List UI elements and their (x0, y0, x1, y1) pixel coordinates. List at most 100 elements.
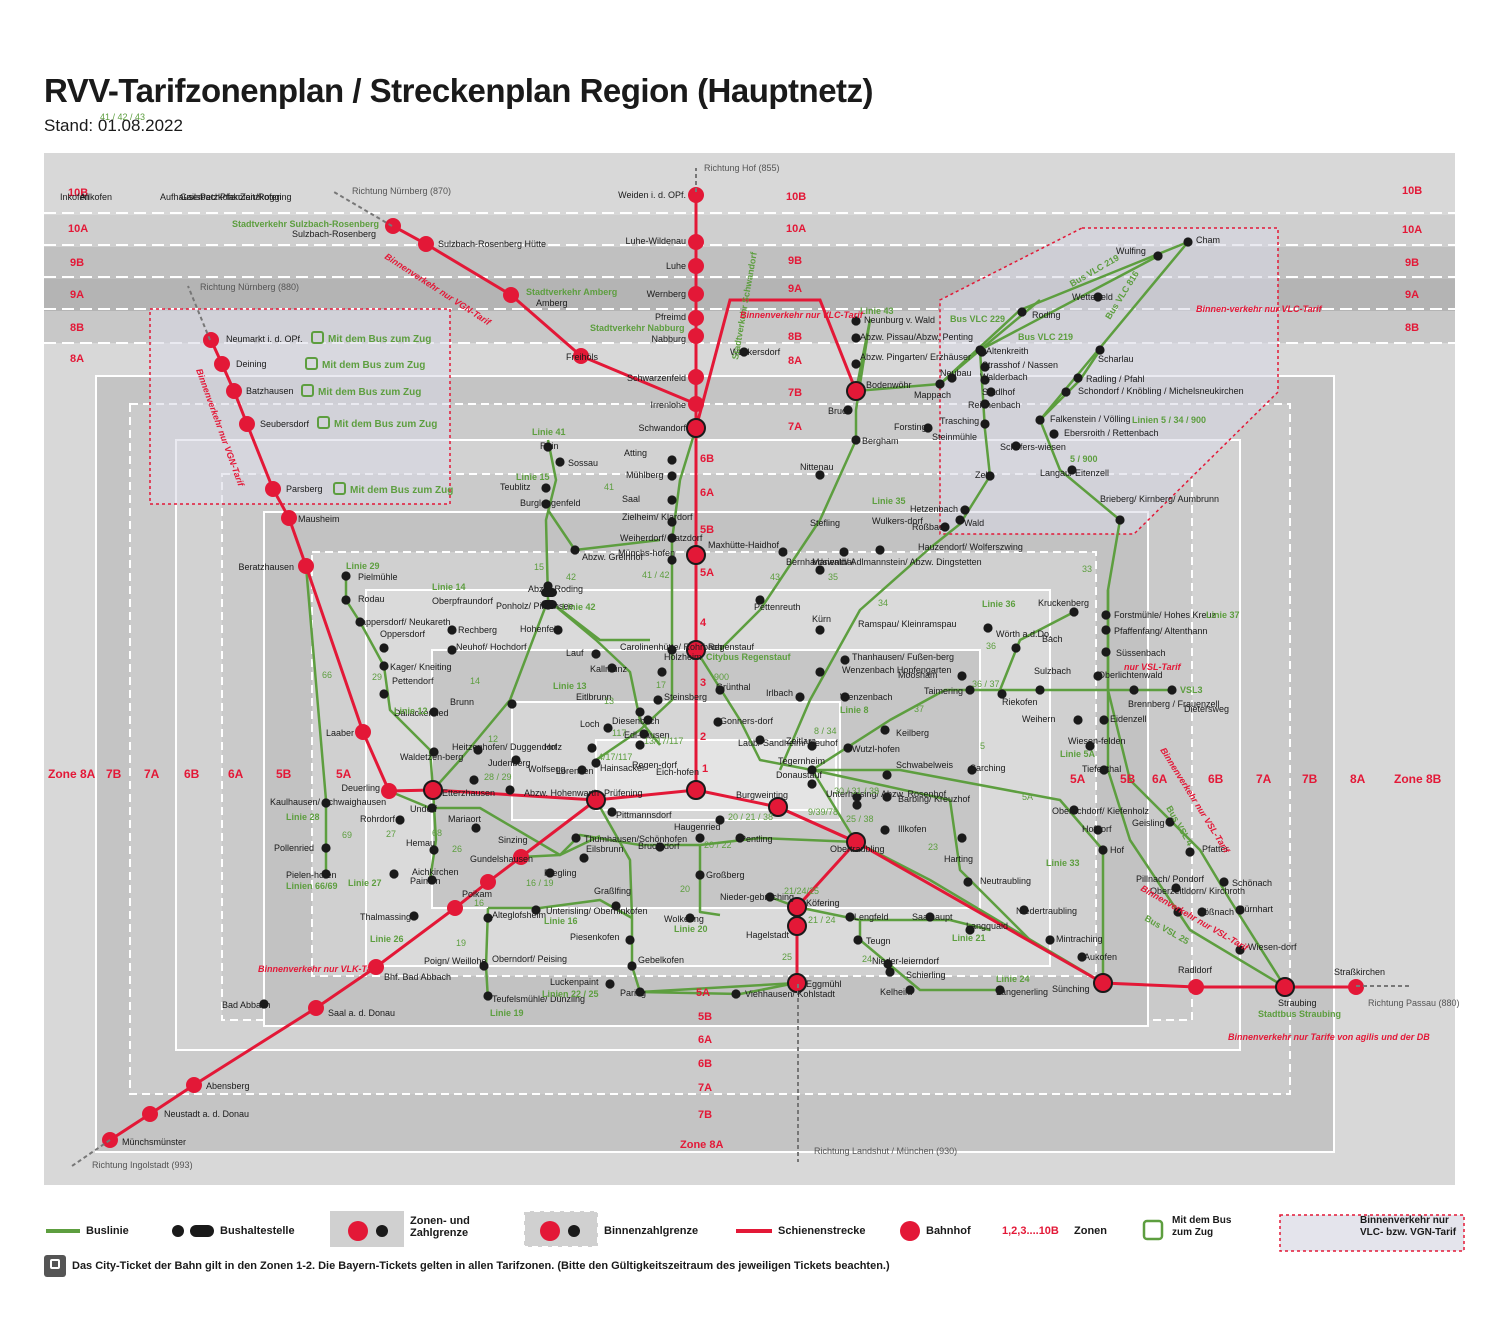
bus-stop[interactable] (355, 617, 365, 627)
bus-stop[interactable] (1095, 345, 1105, 355)
station-suenching[interactable] (1093, 973, 1113, 993)
bus-stop[interactable] (882, 770, 892, 780)
station-amberg[interactable] (503, 287, 519, 303)
bus-stop[interactable] (815, 667, 825, 677)
bus-stop[interactable] (997, 689, 1007, 699)
bus-stop[interactable] (977, 347, 987, 357)
bus-stop[interactable] (967, 765, 977, 775)
bus-stop[interactable] (653, 695, 663, 705)
station-burgweinting[interactable] (768, 797, 788, 817)
bus-stop[interactable] (839, 547, 849, 557)
bus-stop[interactable] (321, 869, 331, 879)
bus-stop[interactable] (570, 545, 580, 555)
bus-stop[interactable] (735, 833, 745, 843)
bus-stop[interactable] (852, 792, 862, 802)
bus-stop[interactable] (1085, 741, 1095, 751)
bus-stop[interactable] (1045, 935, 1055, 945)
station-nabburg[interactable] (688, 328, 704, 344)
bus-stop[interactable] (1171, 883, 1181, 893)
bus-stop[interactable] (1129, 685, 1139, 695)
bus-stop[interactable] (635, 987, 645, 997)
bus-stop[interactable] (883, 959, 893, 969)
bus-stop[interactable] (985, 471, 995, 481)
bus-stop[interactable] (851, 316, 861, 326)
bus-stop[interactable] (980, 419, 990, 429)
station-regenstauf[interactable] (686, 640, 706, 660)
bus-stop[interactable] (587, 743, 597, 753)
bus-stop[interactable] (1235, 945, 1245, 955)
bus-stop[interactable] (925, 912, 935, 922)
bus-stop[interactable] (1153, 251, 1163, 261)
bus-stop[interactable] (543, 442, 553, 452)
bus-stop[interactable] (1197, 907, 1207, 917)
bus-stop[interactable] (905, 985, 915, 995)
bus-stop[interactable] (1183, 237, 1193, 247)
bus-stop[interactable] (635, 707, 645, 717)
bus-stop[interactable] (853, 935, 863, 945)
station-schwarzenfeld[interactable] (688, 369, 704, 385)
bus-stop[interactable] (957, 671, 967, 681)
bus-stop[interactable] (555, 457, 565, 467)
bus-stop[interactable] (341, 595, 351, 605)
bus-stop[interactable] (980, 399, 990, 409)
bus-stop-holzheim[interactable] (541, 588, 557, 597)
bus-stop[interactable] (379, 643, 389, 653)
bus-stop[interactable] (815, 470, 825, 480)
bus-stop[interactable] (667, 533, 677, 543)
bus-stop[interactable] (778, 547, 788, 557)
bus-stop[interactable] (880, 725, 890, 735)
bus-stop[interactable] (577, 765, 587, 775)
bus-stop[interactable] (947, 373, 957, 383)
station-sulzbach-rosenberg-huette[interactable] (418, 236, 434, 252)
bus-stop[interactable] (1185, 847, 1195, 857)
bus-stop[interactable] (685, 913, 695, 923)
station-schwandorf[interactable] (686, 418, 706, 438)
bus-stop[interactable] (713, 717, 723, 727)
bus-stop[interactable] (940, 522, 950, 532)
bus-stop[interactable] (843, 405, 853, 415)
bus-stop[interactable] (389, 869, 399, 879)
bus-stop[interactable] (995, 985, 1005, 995)
bus-stop[interactable] (715, 685, 725, 695)
station-gundelshausen[interactable] (480, 874, 496, 890)
bus-stop[interactable] (815, 565, 825, 575)
bus-stop[interactable] (471, 823, 481, 833)
bus-stop[interactable] (845, 912, 855, 922)
bus-stop[interactable] (657, 667, 667, 677)
bus-stop[interactable] (1019, 905, 1029, 915)
station-sulzbach-rosenberg[interactable] (385, 218, 401, 234)
bus-stop[interactable] (731, 989, 741, 999)
bus-stop[interactable] (755, 595, 765, 605)
bus-stop[interactable] (607, 807, 617, 817)
bus-stop[interactable] (429, 707, 439, 717)
bus-stop[interactable] (1115, 515, 1125, 525)
bus-stop[interactable] (259, 999, 269, 1009)
station-beratzhausen[interactable] (298, 558, 314, 574)
bus-stop[interactable] (469, 775, 479, 785)
bus-stop[interactable] (695, 870, 705, 880)
station-pfreimd[interactable] (688, 310, 704, 326)
bus-stop[interactable] (341, 571, 351, 581)
bus-stop[interactable] (591, 649, 601, 659)
bus-stop[interactable] (1017, 307, 1027, 317)
bus-stop[interactable] (1098, 845, 1108, 855)
bus-stop[interactable] (541, 499, 551, 509)
bus-stop[interactable] (1219, 877, 1229, 887)
bus-stop-kallmuenz[interactable] (541, 600, 557, 609)
bus-stop[interactable] (1069, 805, 1079, 815)
bus-stop[interactable] (843, 743, 853, 753)
bus-stop[interactable] (571, 833, 581, 843)
bus-stop[interactable] (395, 815, 405, 825)
bus-stop[interactable] (739, 347, 749, 357)
bus-stop[interactable] (986, 387, 996, 397)
bus-stop[interactable] (715, 815, 725, 825)
bus-stop[interactable] (427, 803, 437, 813)
bus-stop[interactable] (795, 692, 805, 702)
bus-stop[interactable] (321, 798, 331, 808)
bus-stop[interactable] (603, 723, 613, 733)
bus-stop[interactable] (1035, 415, 1045, 425)
bus-stop[interactable] (655, 842, 665, 852)
bus-stop[interactable] (1077, 952, 1087, 962)
station-etterzhausen[interactable] (423, 780, 443, 800)
station-saal-a-d-donau[interactable] (308, 1000, 324, 1016)
